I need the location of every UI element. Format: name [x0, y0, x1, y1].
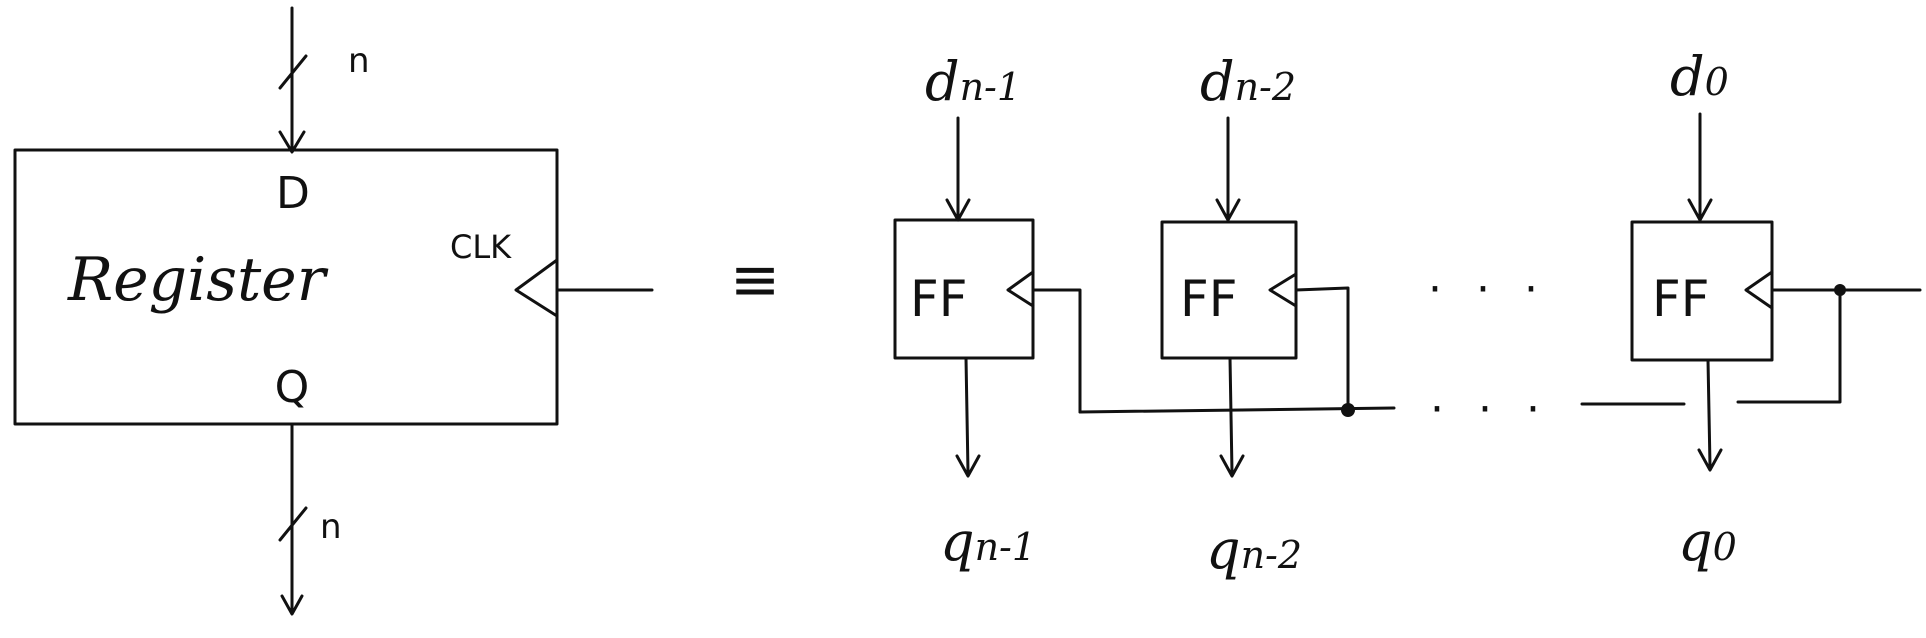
ff1-clk-triangle — [1006, 270, 1035, 308]
ff1-q-line — [964, 356, 970, 474]
ff1-q-label: qn-1 — [940, 510, 1036, 573]
flipflop-n-minus-2: dn-2 FF qn-2 — [1160, 50, 1302, 581]
ff2-label: FF — [1180, 270, 1238, 328]
register-q-label: Q — [275, 362, 310, 413]
ff3-clk-triangle — [1744, 270, 1774, 310]
register-box — [13, 148, 559, 426]
input-bus-arrowhead — [278, 130, 306, 154]
register-d-label: D — [276, 168, 310, 219]
output-bus-slash — [278, 506, 308, 542]
register-clk-triangle — [514, 258, 559, 318]
ff1-d-label: dn-1 — [925, 50, 1021, 113]
register-title: Register — [67, 245, 329, 315]
ff2-q-arrowhead — [1219, 454, 1245, 478]
output-bus-arrowhead — [280, 594, 304, 616]
register-block: n D Register Q CLK n — [13, 6, 654, 616]
equivalence-symbol: ≡ — [730, 245, 780, 315]
ellipsis-bottom: · · · — [1430, 384, 1550, 435]
ff3-q-arrowhead — [1697, 448, 1723, 472]
input-bus-width-label: n — [348, 41, 370, 81]
ff3-label: FF — [1652, 270, 1710, 328]
ff1-q-arrowhead — [955, 454, 981, 478]
flipflop-n-minus-1: dn-1 FF qn-1 — [893, 50, 1036, 573]
ff2-d-arrowhead — [1215, 198, 1241, 222]
ff3-q-label: q0 — [1678, 510, 1737, 573]
ff2-q-label: qn-2 — [1206, 518, 1302, 581]
clock-bus — [1031, 284, 1922, 417]
ff2-clk-triangle — [1268, 272, 1298, 308]
output-bus-width-label: n — [320, 507, 342, 547]
ff3-d-label: d0 — [1670, 45, 1729, 108]
ellipsis-top: · · · — [1428, 264, 1548, 315]
clock-branch-ff2 — [1294, 286, 1350, 412]
ff3-d-arrowhead — [1687, 198, 1713, 222]
ff2-d-label: dn-2 — [1200, 50, 1296, 113]
clock-drop-right — [1736, 288, 1842, 404]
input-bus-slash — [278, 54, 308, 90]
register-clk-label: CLK — [450, 228, 512, 266]
flipflop-array: dn-1 FF qn-1 dn-2 FF q — [893, 45, 1922, 581]
ff2-q-line — [1228, 356, 1234, 474]
ff1-label: FF — [910, 270, 968, 328]
flipflop-0: d0 FF q0 — [1630, 45, 1774, 573]
clock-branch-ff1 — [1031, 288, 1082, 414]
ff3-q-line — [1706, 358, 1712, 468]
